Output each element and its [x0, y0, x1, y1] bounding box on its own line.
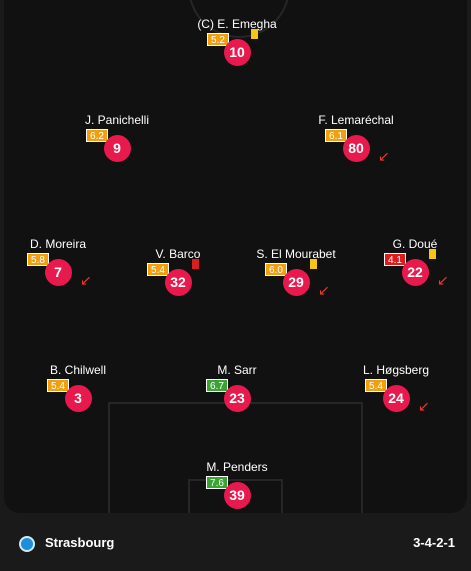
yellow-card-icon — [310, 259, 317, 269]
strasbourg-crest-icon — [19, 536, 35, 552]
player-name: S. El Mourabet — [256, 247, 336, 261]
team-footer: Strasbourg 3-4-2-1 — [0, 521, 471, 571]
shirt-number: 23 — [223, 385, 251, 412]
player-rating: 4.1 — [384, 253, 406, 266]
substitution-out-icon: ↙ — [80, 272, 92, 288]
player-rating: 5.4 — [147, 263, 169, 276]
shirt-number: 29 — [282, 269, 310, 296]
shirt-number: 39 — [223, 482, 251, 509]
shirt-number: 7 — [44, 259, 72, 286]
player-name: G. Doué — [392, 237, 438, 251]
yellow-card-icon — [429, 249, 436, 259]
shirt-number: 9 — [103, 135, 131, 162]
player-name: M. Sarr — [217, 363, 257, 377]
red-card-icon — [192, 259, 199, 269]
player-rating: 6.7 — [206, 379, 228, 392]
formation-label: 3-4-2-1 — [413, 535, 455, 550]
player-rating: 5.4 — [365, 379, 387, 392]
player-name: (C) E. Emegha — [197, 17, 277, 31]
shirt-number: 10 — [223, 39, 251, 66]
player-rating: 5.8 — [27, 253, 49, 266]
player-name: J. Panichelli — [84, 113, 150, 127]
player-rating: 6.0 — [265, 263, 287, 276]
team-name[interactable]: Strasbourg — [45, 535, 115, 550]
shirt-number: 80 — [342, 135, 370, 162]
shirt-number: 3 — [64, 385, 92, 412]
substitution-out-icon: ↙ — [318, 282, 330, 298]
player-name: B. Chilwell — [49, 363, 106, 377]
player-rating: 6.2 — [86, 129, 108, 142]
player-rating: 5.2 — [207, 33, 229, 46]
shirt-number: 24 — [382, 385, 410, 412]
shirt-number: 32 — [164, 269, 192, 296]
goal-area — [188, 479, 283, 513]
substitution-out-icon: ↙ — [437, 272, 449, 288]
shirt-number: 22 — [401, 259, 429, 286]
substitution-out-icon: ↙ — [418, 398, 430, 414]
substitution-out-icon: ↙ — [378, 148, 390, 164]
player-name: F. Lemaréchal — [318, 113, 394, 127]
player-name: D. Moreira — [29, 237, 86, 251]
player-name: M. Penders — [206, 460, 268, 474]
player-rating: 6.1 — [325, 129, 347, 142]
player-rating: 5.4 — [47, 379, 69, 392]
player-name: V. Barco — [155, 247, 201, 261]
yellow-card-icon — [251, 29, 258, 39]
player-rating: 7.6 — [206, 476, 228, 489]
player-name: L. Høgsberg — [362, 363, 430, 377]
